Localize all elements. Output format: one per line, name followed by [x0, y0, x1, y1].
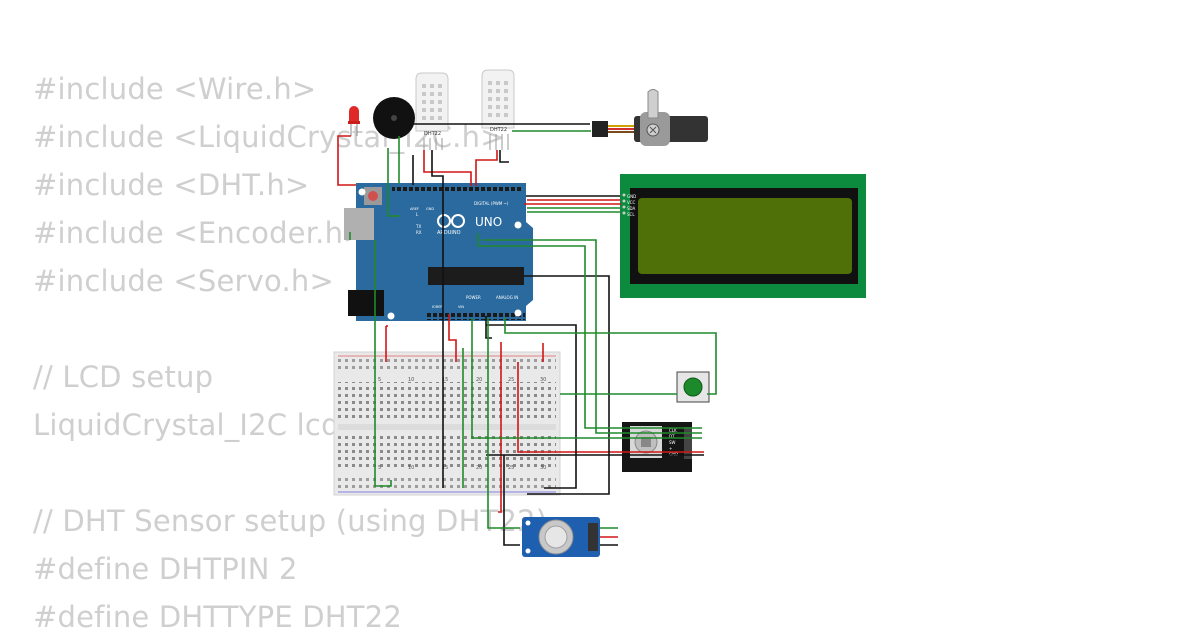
encoder-pin-label: +: [669, 446, 672, 451]
code-line: #define DHTPIN 2: [33, 552, 298, 586]
code-line: #include <Wire.h>: [33, 72, 317, 106]
breadboard-col-label: 20: [476, 377, 482, 383]
buzzer: [373, 97, 415, 139]
arduino-gnd-label: GND: [426, 207, 434, 211]
arduino-led-tx-label: TX: [415, 224, 421, 229]
code-line: LiquidCrystal_I2C lcd: [33, 408, 340, 442]
breadboard-col-label: 15: [442, 377, 448, 383]
dht22-sensor-a: DHT22: [415, 72, 449, 150]
breadboard-col-label: 30: [540, 465, 546, 471]
breadboard-col-label: 15: [442, 465, 448, 471]
breadboard-col-label: 5: [378, 465, 381, 471]
lcd-pin-label: GND: [627, 194, 636, 199]
push-button: [676, 371, 710, 403]
gas-sensor-module: [522, 517, 600, 557]
encoder-pin-label: CLK: [669, 428, 677, 433]
breadboard-col-label: 30: [540, 377, 546, 383]
servo-motor: [592, 89, 708, 146]
lcd-pin-label: SCL: [627, 212, 635, 217]
code-line: #include <Servo.h>: [33, 264, 334, 298]
arduino-ioref-label: IOREF: [432, 305, 442, 309]
breadboard-col-label: 25: [508, 377, 514, 383]
arduino-aref-label: AREF: [410, 207, 419, 211]
breadboard-col-label: 10: [408, 377, 414, 383]
code-line: #include <LiquidCrystal_I2C.h>: [33, 120, 505, 154]
arduino-brand-label: ARDUINO: [437, 230, 461, 236]
arduino-led-rx-label: RX: [416, 230, 422, 235]
dht22-sensor-b: DHT22: [481, 69, 515, 150]
arduino-analog-label: ANALOG IN: [496, 295, 518, 300]
rotary-encoder: CLK DT SW + GND: [622, 422, 692, 472]
dht22-b-label: DHT22: [490, 127, 507, 133]
lcd-pin-label: VCC: [627, 200, 636, 205]
encoder-pin-label: SW: [669, 440, 676, 445]
code-line: #include <Encoder.h>: [33, 216, 368, 250]
dht22-a-label: DHT22: [424, 131, 441, 137]
lcd-pin-label: SDA: [627, 206, 636, 211]
breadboard-col-label: 10: [408, 465, 414, 471]
arduino-logo: [437, 214, 465, 228]
breadboard-col-label: 20: [476, 465, 482, 471]
arduino-vin-label: VIN: [458, 305, 464, 309]
arduino-led-l-label: L: [416, 212, 419, 217]
arduino-uno-board: UNO ARDUINO DIGITAL (PWM ~) POWER ANALOG…: [344, 183, 533, 321]
breadboard-col-label: 5: [378, 377, 381, 383]
code-line: #include <DHT.h>: [33, 168, 310, 202]
breadboard: 5 10 15 20 25 30 5 10 15 20 25 30: [333, 351, 561, 496]
arduino-power-label: POWER: [466, 295, 481, 300]
breadboard-col-label: 25: [508, 465, 514, 471]
encoder-pin-label: DT: [669, 434, 675, 439]
red-led: [348, 106, 360, 136]
arduino-model-label: UNO: [475, 215, 502, 229]
arduino-digital-label: DIGITAL (PWM ~): [474, 201, 509, 206]
wires: [337, 123, 717, 546]
lcd-display: GND VCC SDA SCL: [620, 174, 866, 298]
code-line: #define DHTTYPE DHT22: [33, 600, 403, 630]
code-line: // LCD setup: [33, 360, 214, 394]
